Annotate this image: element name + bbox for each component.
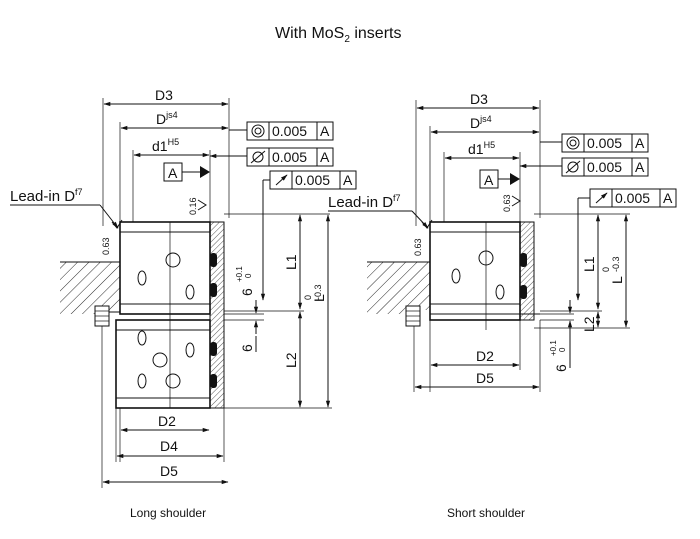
datum-A: A bbox=[163, 162, 210, 182]
diagram-title: With MoS2 inserts bbox=[275, 25, 401, 45]
svg-text:A: A bbox=[320, 149, 330, 165]
svg-text:L1: L1 bbox=[581, 256, 597, 272]
tolerance-frame-concentricity: 0.005 A bbox=[229, 121, 334, 141]
svg-text:Lead-in Df7: Lead-in Df7 bbox=[328, 193, 401, 211]
svg-text:-0.3: -0.3 bbox=[611, 256, 621, 272]
dim-D-js4: Djs4 bbox=[119, 110, 229, 222]
bushing-body bbox=[429, 221, 521, 321]
svg-text:0: 0 bbox=[558, 347, 567, 352]
svg-text:0.005: 0.005 bbox=[272, 123, 307, 139]
svg-text:A: A bbox=[168, 165, 178, 181]
svg-text:0.63: 0.63 bbox=[413, 238, 423, 256]
long-shoulder-view: D3 Djs4 d1H5 D2 D4 D5 bbox=[10, 87, 357, 520]
svg-text:Djs4: Djs4 bbox=[156, 110, 178, 127]
dim-D3: D3 bbox=[415, 91, 541, 226]
bushing-body-upper bbox=[119, 221, 211, 315]
svg-text:6: 6 bbox=[239, 288, 255, 296]
roughness-symbols: 0.63 0.16 bbox=[101, 197, 207, 255]
dim-D2: D2 bbox=[119, 408, 210, 462]
svg-text:0: 0 bbox=[601, 267, 611, 272]
svg-text:0.005: 0.005 bbox=[272, 149, 307, 165]
svg-text:0.63: 0.63 bbox=[502, 194, 512, 212]
svg-text:L: L bbox=[311, 294, 327, 302]
svg-text:-0.3: -0.3 bbox=[313, 284, 323, 300]
svg-text:6: 6 bbox=[239, 344, 255, 352]
dim-D-js4: Djs4 bbox=[429, 114, 540, 222]
roughness-symbols: 0.63 0.63 bbox=[413, 194, 521, 256]
dim-L: L 0 -0.3 bbox=[224, 214, 332, 409]
dim-6-chamfer: 6 +0.1 0 bbox=[540, 300, 574, 372]
lead-in-callout: Lead-in Df7 bbox=[328, 193, 429, 229]
housing-section bbox=[60, 262, 120, 314]
svg-text:D5: D5 bbox=[160, 463, 178, 479]
svg-text:0.005: 0.005 bbox=[295, 172, 330, 188]
mos2-inserts bbox=[451, 250, 527, 300]
svg-text:+0.1: +0.1 bbox=[549, 340, 558, 356]
svg-text:0.005: 0.005 bbox=[587, 159, 622, 175]
label-D3: D3 bbox=[155, 87, 173, 103]
svg-text:D5: D5 bbox=[476, 370, 494, 386]
svg-text:0.63: 0.63 bbox=[101, 237, 111, 255]
tolerance-frame-runout: 0.005 A bbox=[575, 188, 677, 301]
dim-d1-H5: d1H5 bbox=[132, 137, 211, 222]
shoulder-body bbox=[115, 319, 211, 409]
svg-text:L2: L2 bbox=[283, 352, 299, 368]
dim-L: L 0 -0.3 bbox=[534, 214, 630, 329]
lead-in-callout: Lead-in Df7 bbox=[10, 187, 119, 229]
svg-text:Lead-in Df7: Lead-in Df7 bbox=[10, 187, 83, 205]
svg-text:D2: D2 bbox=[158, 413, 176, 429]
dim-L1: L1 bbox=[224, 213, 330, 310]
dim-6-chamfer: 6 +0.1 0 6 bbox=[224, 266, 264, 352]
bushing-wall-section bbox=[209, 221, 225, 409]
bushing-wall-section bbox=[519, 221, 535, 321]
svg-text:A: A bbox=[663, 190, 673, 206]
dim-L1: L1 bbox=[534, 213, 630, 310]
svg-text:A: A bbox=[635, 159, 645, 175]
short-shoulder-view: D3 Djs4 d1H5 D2 D5 L1 bbox=[328, 91, 677, 520]
dim-D4: D4 bbox=[115, 408, 225, 462]
housing-section bbox=[367, 262, 430, 314]
tolerance-frame-cylindricity: 0.005 A bbox=[209, 147, 334, 167]
tolerance-frame-cylindricity: 0.005 A bbox=[519, 157, 649, 177]
tolerance-frame-concentricity: 0.005 A bbox=[540, 133, 649, 153]
dim-d1-H5: d1H5 bbox=[443, 140, 521, 222]
svg-text:L2: L2 bbox=[581, 316, 597, 332]
svg-text:D4: D4 bbox=[160, 438, 178, 454]
mos2-inserts bbox=[137, 252, 217, 389]
svg-text:D3: D3 bbox=[470, 91, 488, 107]
svg-text:0: 0 bbox=[303, 295, 313, 300]
retaining-screw bbox=[405, 305, 421, 327]
svg-text:D2: D2 bbox=[476, 348, 494, 364]
svg-text:0: 0 bbox=[244, 273, 253, 278]
svg-text:Djs4: Djs4 bbox=[470, 114, 492, 131]
svg-text:A: A bbox=[320, 123, 330, 139]
svg-text:d1H5: d1H5 bbox=[152, 137, 179, 154]
svg-text:6: 6 bbox=[553, 364, 569, 372]
svg-text:d1H5: d1H5 bbox=[468, 140, 495, 157]
svg-text:0.005: 0.005 bbox=[587, 135, 622, 151]
caption-short-shoulder: Short shoulder bbox=[447, 506, 525, 520]
dim-L2: L2 bbox=[224, 310, 304, 408]
svg-text:A: A bbox=[484, 172, 494, 188]
svg-text:A: A bbox=[635, 135, 645, 151]
dim-D3: D3 bbox=[102, 87, 230, 226]
dim-D5: D5 bbox=[101, 326, 229, 488]
svg-text:0.005: 0.005 bbox=[615, 190, 650, 206]
dim-D5: D5 bbox=[413, 320, 541, 392]
svg-text:+0.1: +0.1 bbox=[235, 266, 244, 282]
svg-text:L: L bbox=[609, 276, 625, 284]
datum-A: A bbox=[479, 169, 520, 189]
dim-D2: D2 bbox=[429, 320, 521, 392]
svg-text:A: A bbox=[343, 172, 353, 188]
tolerance-frame-runout: 0.005 A bbox=[260, 170, 357, 301]
caption-long-shoulder: Long shoulder bbox=[130, 506, 206, 520]
svg-text:L1: L1 bbox=[283, 254, 299, 270]
svg-text:0.16: 0.16 bbox=[188, 197, 198, 215]
